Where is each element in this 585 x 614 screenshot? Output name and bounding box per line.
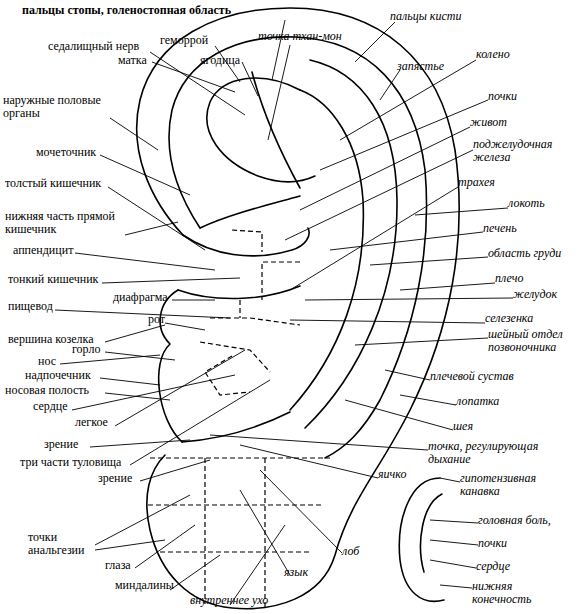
- leader-lines: [55, 20, 513, 605]
- part-label: область груди: [488, 247, 561, 260]
- part-label: рот: [148, 313, 165, 326]
- part-label: диафрагма: [113, 291, 168, 304]
- part-label: толстый кишечник: [5, 177, 101, 190]
- part-label: головная боль,: [478, 514, 551, 527]
- part-label: матка: [118, 54, 147, 67]
- part-label: яичко: [378, 468, 406, 481]
- triangular-fossa: [207, 78, 315, 182]
- helix-crus: [183, 228, 309, 256]
- part-label: наружные половые органы: [3, 94, 115, 120]
- part-label: плечо: [495, 272, 523, 285]
- part-label: лопатка: [456, 395, 499, 408]
- part-label: шея: [453, 420, 473, 433]
- part-label: лоб: [342, 545, 359, 558]
- part-label: геморрой: [160, 34, 208, 47]
- zone-borders: [148, 230, 330, 610]
- part-label: нос: [38, 355, 56, 368]
- part-label: нижняя часть прямой кишечник: [5, 210, 130, 236]
- part-label: зрение: [44, 438, 78, 451]
- part-label: нижняя конечность: [472, 580, 557, 606]
- part-label: внутреннее ухо: [190, 594, 268, 607]
- part-label: печень: [483, 222, 517, 235]
- concha: [200, 196, 300, 228]
- part-label: почки: [488, 90, 517, 103]
- part-label: три части туловища: [20, 456, 121, 469]
- part-label: запястье: [397, 60, 444, 73]
- part-label: точки анальгезии: [28, 531, 113, 557]
- part-label: поджелудочная железа: [473, 138, 573, 164]
- inset-ear-outer: [399, 478, 444, 601]
- part-label: пальцы кисти: [390, 10, 461, 23]
- part-label: селезенка: [485, 312, 533, 325]
- part-label: сердце: [33, 400, 68, 413]
- part-label: точка тхан-мон: [258, 30, 342, 43]
- helix-crus-lower: [178, 286, 300, 299]
- part-label: желудок: [513, 288, 557, 301]
- part-label: горло: [72, 343, 100, 356]
- part-label: миндалины: [115, 579, 174, 592]
- part-label: тонкий кишечник: [8, 273, 98, 286]
- part-label: колено: [476, 48, 510, 61]
- part-label: глаза: [105, 559, 131, 572]
- part-label: надпочечник: [25, 369, 91, 382]
- part-label: седалищный нерв: [48, 40, 139, 53]
- part-label: носовая полость: [5, 384, 89, 397]
- part-label: легкое: [75, 416, 108, 429]
- part-label: сердце: [476, 560, 510, 573]
- part-label: трахея: [458, 176, 495, 189]
- helix-inner: [169, 37, 427, 458]
- part-label: зрение: [98, 472, 132, 485]
- part-label: аппендицит: [13, 244, 73, 257]
- part-label: гипотензивная канавка: [460, 472, 555, 498]
- superior-crus: [252, 72, 300, 188]
- part-label: пищевод: [8, 300, 53, 313]
- antitragus: [182, 412, 290, 442]
- part-label: шейный отдел позвоночника: [488, 328, 583, 354]
- part-label: пальцы стопы, голеностопная область: [22, 4, 231, 17]
- part-label: язык: [284, 566, 308, 579]
- lobe-grid: [148, 458, 330, 610]
- part-label: мочеточник: [36, 146, 96, 159]
- part-label: плечевой сустав: [430, 370, 514, 383]
- part-label: локоть: [508, 197, 545, 210]
- concha-zone-border: [200, 230, 300, 395]
- part-label: ягодица: [200, 54, 240, 67]
- antihelix-inner: [290, 90, 363, 410]
- part-label: живот: [470, 116, 507, 129]
- part-label: почки: [478, 537, 507, 550]
- part-label: точка, регулирующая дыхание: [428, 440, 563, 466]
